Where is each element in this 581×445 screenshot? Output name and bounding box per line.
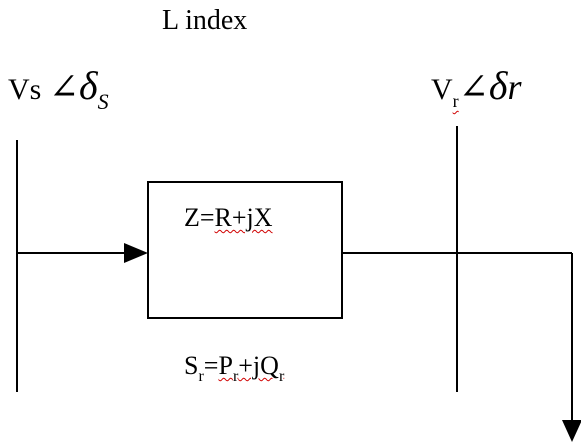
impedance-box (147, 181, 343, 319)
power-s-sub: r (198, 368, 204, 385)
receiving-angle-symbol: ∠ (458, 67, 489, 107)
power-p-sub: r (232, 368, 239, 385)
receiving-voltage-subscript: r (452, 91, 459, 111)
receiving-angle-suffix: r (507, 67, 522, 107)
sending-delta: δ (79, 63, 98, 108)
input-arrowhead (124, 243, 148, 263)
impedance-label: Z=R+jX (184, 205, 273, 231)
receiving-delta: δ (488, 63, 508, 108)
diagram-title: L index (162, 5, 248, 36)
power-p: P (218, 351, 233, 380)
power-s: S (184, 351, 199, 380)
power-plus-jq: +jQ (238, 351, 279, 380)
power-q-sub: r (278, 368, 285, 385)
impedance-value: R+jX (214, 203, 273, 232)
sending-voltage-label: Vs ∠δS (8, 63, 109, 113)
receiving-voltage-label: Vr∠δr (431, 63, 522, 111)
sending-angle-subscript: S (97, 89, 109, 114)
power-eq: = (203, 351, 219, 380)
load-arrowhead (562, 420, 581, 442)
sending-angle-symbol: ∠ (48, 67, 80, 107)
receiving-voltage-symbol: V (431, 73, 453, 106)
sending-voltage-symbol: Vs (8, 73, 42, 106)
power-label: Sr=Pr+jQr (184, 351, 284, 385)
impedance-prefix: Z= (184, 203, 215, 232)
power-expression: Pr+jQr (218, 351, 284, 385)
